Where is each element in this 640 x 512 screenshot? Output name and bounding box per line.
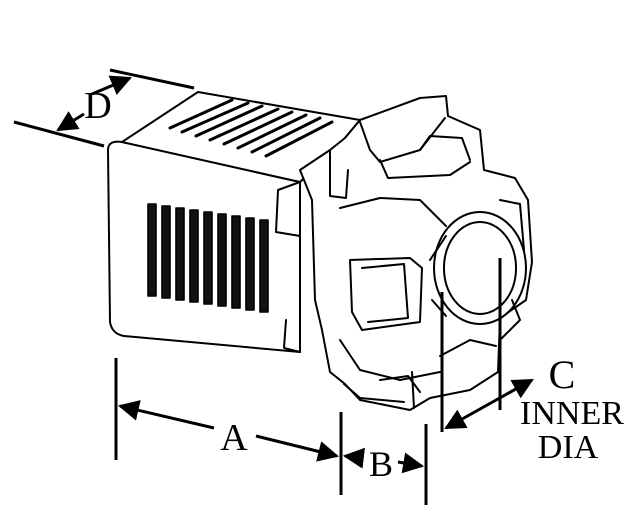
side-vent-slots <box>147 203 269 313</box>
dimension-label-d: D <box>84 85 111 127</box>
dimension-arrow-d-bottom <box>56 111 85 132</box>
connector-body <box>107 91 533 411</box>
round-port <box>433 211 527 325</box>
dimension-arrow-b-right <box>397 452 425 474</box>
dimension-label-c: C <box>549 352 576 397</box>
dimension-label-a: A <box>220 417 248 459</box>
dimension-arrow-d-top <box>91 75 132 96</box>
top-vent-slots <box>168 98 334 158</box>
dimension-label-c-dia: DIA <box>538 429 599 466</box>
extension-line-d-bottom <box>13 120 105 148</box>
dimension-arrow-b <box>342 447 365 469</box>
dimension-arrow-c <box>444 378 534 430</box>
dimension-arrow-a-right <box>255 434 340 462</box>
dimension-label-b: B <box>369 444 393 484</box>
dimension-arrow-a-left <box>117 400 215 430</box>
latch-frame <box>299 95 533 411</box>
dimension-lines <box>13 68 534 505</box>
dimension-label-c-inner: INNER <box>520 395 624 432</box>
extension-line-d-top <box>109 68 195 90</box>
